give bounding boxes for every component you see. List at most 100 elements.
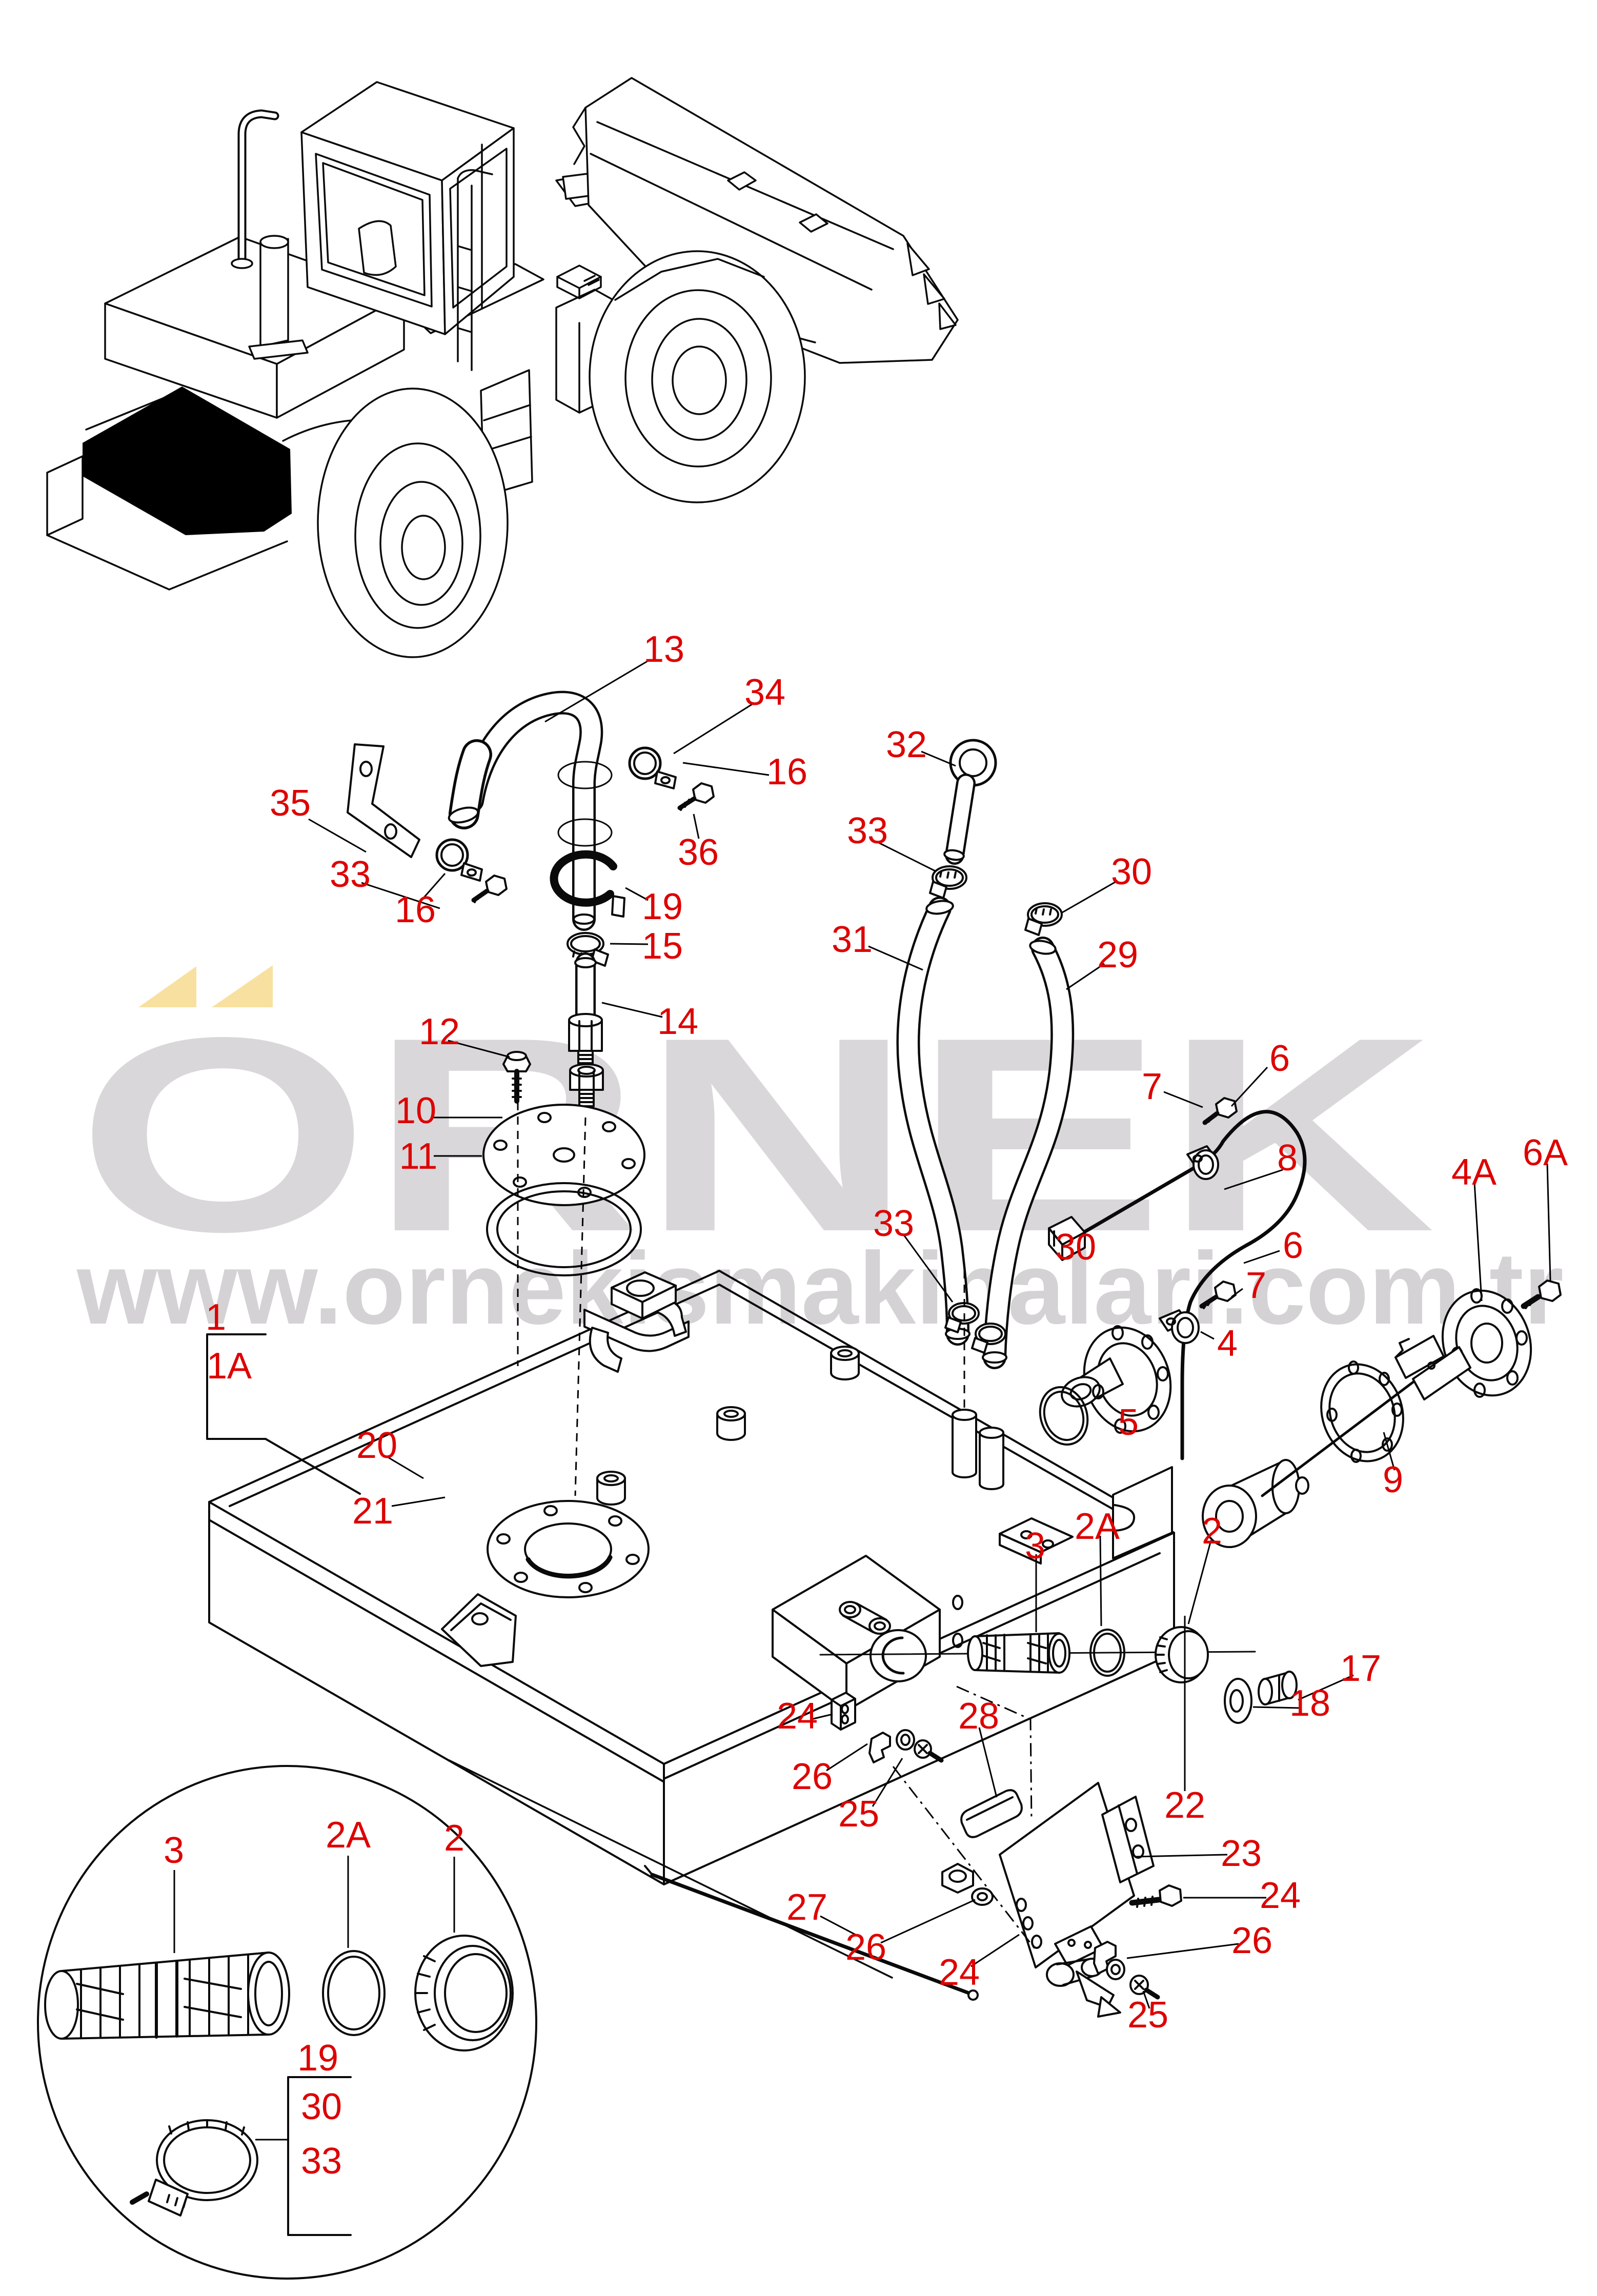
tank-pipes: [952, 1409, 1004, 1490]
leader-line: [921, 750, 956, 767]
part-label-10: 10: [395, 1090, 436, 1131]
part-label-1A: 1A: [207, 1346, 252, 1387]
gasket-ring: [486, 1182, 642, 1276]
tank-bungs: [596, 1346, 860, 1506]
part-label-17: 17: [1340, 1648, 1381, 1689]
leader-line: [1136, 1854, 1228, 1858]
part-label-6A: 6A: [1523, 1132, 1568, 1173]
part-label-13: 13: [643, 629, 684, 670]
suction-strainer-3: [967, 1632, 1070, 1674]
leader-line: [902, 1234, 954, 1303]
p-clamp-right: [628, 746, 677, 789]
leader-line: [1230, 1066, 1268, 1107]
screw-25b: [1129, 1975, 1160, 2000]
tank-left-face: [208, 1501, 665, 1885]
part-label-26: 26: [845, 1927, 886, 1968]
banjo-fitting-32: [943, 739, 997, 865]
leader-line: [421, 873, 446, 900]
watermark-url: www.ornekismakinalari.com.tr: [76, 1231, 1564, 1346]
spacer-block-24l: [831, 1692, 856, 1731]
part-label-27: 27: [786, 1887, 827, 1928]
plug-17: [1258, 1671, 1298, 1705]
filler-mount-bracket: [583, 1271, 690, 1373]
rear-wheel: [317, 388, 509, 658]
detail-cap: [414, 1935, 514, 2051]
bolt-36: [677, 782, 715, 811]
screw-25l: [914, 1739, 944, 1763]
leader-line: [978, 1727, 998, 1798]
part-label-25: 25: [1127, 1995, 1168, 2036]
part-label-30: 30: [301, 2086, 342, 2127]
part-label-19: 19: [297, 2038, 338, 2079]
bolt-12: [502, 1051, 531, 1104]
cab-side-face: [441, 127, 515, 335]
sender-wire-8: [1069, 1110, 1307, 1460]
leader-line: [872, 1758, 903, 1807]
part-label-3: 3: [164, 1830, 184, 1871]
bucket-teeth: [906, 242, 957, 330]
alignment-dashdot-line: [892, 1766, 1038, 1952]
sender-flange-4a: [1394, 1288, 1532, 1400]
leader-line: [391, 1496, 446, 1507]
part-label-33: 33: [873, 1203, 914, 1244]
o-ring-left: [1039, 1386, 1089, 1446]
fuel-tank-highlight: [83, 387, 292, 535]
part-label-29: 29: [1097, 934, 1138, 976]
fuel-tank: [208, 1270, 1175, 1885]
leader-line: [625, 887, 649, 901]
o-ring-2a-main: [1089, 1629, 1125, 1677]
leader-line: [1062, 880, 1118, 913]
leader-line: [682, 762, 770, 776]
gasket-9: [1320, 1360, 1404, 1463]
part-label-36: 36: [678, 832, 719, 873]
split-ring-clamp: [550, 850, 617, 907]
seat: [358, 220, 397, 276]
part-label-12: 12: [419, 1011, 460, 1052]
tank-flange-ring: [487, 1500, 650, 1598]
detail-circle: [37, 1759, 893, 2280]
part-label-11: 11: [399, 1136, 438, 1177]
part-label-2: 2: [1202, 1511, 1222, 1552]
alignment-dashed-line: [574, 1117, 587, 1496]
umlaut-triangle-right: [212, 965, 273, 1007]
leader-line: [1066, 963, 1105, 990]
leader-line: [1142, 1990, 1150, 2009]
item-1-bracket: [206, 1333, 361, 1495]
detail-pointer: [448, 1759, 893, 1979]
clip-26l: [868, 1732, 891, 1763]
part-label-28: 28: [958, 1696, 999, 1737]
hinge-23: [1101, 1796, 1155, 1883]
leader-line: [448, 1040, 510, 1058]
part-label-1: 1: [206, 1297, 226, 1338]
leader-line: [1200, 1331, 1215, 1340]
hose-clamp-15: [567, 932, 609, 967]
part-label-23: 23: [1221, 1833, 1262, 1874]
leader-line: [1187, 1540, 1212, 1624]
part-label-2A: 2A: [1075, 1506, 1120, 1547]
part-label-33: 33: [330, 854, 371, 895]
hose-clamp-30m: [971, 1323, 1006, 1354]
part-label-24: 24: [1260, 1875, 1301, 1916]
leader-line: [1298, 1674, 1354, 1701]
filler-pipe-assembly: [347, 690, 715, 1276]
part-label-24: 24: [939, 1952, 980, 1993]
part-label-16: 16: [766, 751, 807, 793]
bucket: [584, 77, 959, 364]
sump-box: [772, 1555, 941, 1712]
leader-line: [1383, 1432, 1396, 1471]
suction-port: [870, 1629, 927, 1682]
leader-line: [361, 882, 440, 909]
washer-26r: [1106, 1959, 1125, 1980]
detail-worm-clamp: [130, 2119, 258, 2217]
leader-line: [1546, 1163, 1551, 1281]
part-label-24: 24: [777, 1696, 818, 1737]
leader-line: [1252, 1706, 1302, 1709]
float-unit: [1202, 1459, 1309, 1548]
part-label-2: 2: [444, 1818, 464, 1859]
hose-clamp-33r: [929, 865, 967, 899]
part-label-33: 33: [847, 810, 888, 851]
part-label-6: 6: [1269, 1038, 1290, 1079]
leader-line: [1231, 1288, 1243, 1298]
part-label-21: 21: [352, 1491, 393, 1532]
